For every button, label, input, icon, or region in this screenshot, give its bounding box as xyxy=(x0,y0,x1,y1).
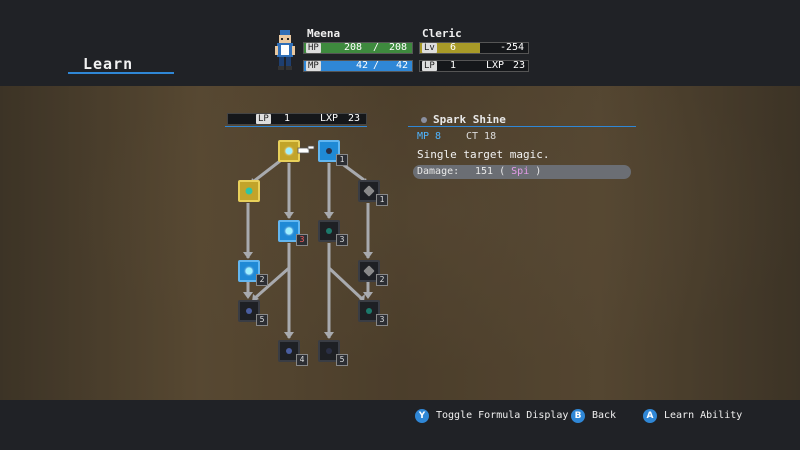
mp-label: MP xyxy=(306,61,321,71)
orb-icon xyxy=(326,228,332,234)
node-cost: 2 xyxy=(376,274,388,286)
skill-node[interactable] xyxy=(238,260,260,282)
node-cost: 3 xyxy=(336,234,348,246)
tree-header-underline xyxy=(225,126,367,127)
mp-max: 42 xyxy=(396,60,409,71)
lp-value: 1 xyxy=(450,60,457,71)
node-cost: 3 xyxy=(296,234,308,246)
crystal-icon xyxy=(363,185,375,197)
lp-label: LP xyxy=(422,61,437,71)
character-avatar xyxy=(275,30,295,70)
skill-node[interactable] xyxy=(318,220,340,242)
skill-node[interactable] xyxy=(358,300,380,322)
hp-max: 208 xyxy=(389,42,408,53)
ability-ct: CT 18 xyxy=(466,131,497,142)
mp-separator: / xyxy=(373,60,380,71)
ability-description: Single target magic. xyxy=(417,148,550,161)
skill-node[interactable] xyxy=(278,220,300,242)
skill-node[interactable] xyxy=(238,180,260,202)
b-button-icon[interactable]: B xyxy=(571,409,585,423)
orb-icon xyxy=(285,147,293,155)
ability-name: Spark Shine xyxy=(433,113,506,126)
level-label: Lv xyxy=(422,43,437,53)
pointer-hand-icon xyxy=(297,145,315,154)
damage-label: Damage: xyxy=(417,166,460,177)
orb-icon xyxy=(286,348,292,354)
lp-bar: LP 1 LXP 23 xyxy=(419,60,529,72)
footer-bar xyxy=(0,400,800,450)
skill-node[interactable] xyxy=(318,140,340,162)
toggle-formula-prompt[interactable]: Toggle Formula Display xyxy=(436,410,569,421)
node-cost: 1 xyxy=(336,154,348,166)
tree-lxp-label: LXP xyxy=(320,113,339,124)
orb-icon xyxy=(285,227,293,235)
hp-separator: / xyxy=(373,42,380,53)
y-button-icon[interactable]: Y xyxy=(415,409,429,423)
orb-icon xyxy=(246,308,252,314)
lxp-label: LXP xyxy=(486,60,505,71)
damage-value-group: 151 ( Spi ) xyxy=(475,165,541,179)
damage-open-paren: ( xyxy=(499,166,506,177)
mp-current: 42 xyxy=(356,60,369,71)
skill-node[interactable] xyxy=(358,260,380,282)
tree-lp-bar: LP 1 LXP 23 xyxy=(227,113,367,125)
ability-damage: Damage: 151 ( Spi ) xyxy=(413,165,631,179)
orb-icon xyxy=(366,308,372,314)
tree-lp-label: LP xyxy=(256,114,271,124)
orb-icon xyxy=(326,348,332,354)
damage-attribute: Spi xyxy=(511,166,530,177)
ability-underline xyxy=(408,126,636,127)
node-cost: 2 xyxy=(256,274,268,286)
character-name: Meena xyxy=(307,27,341,40)
mp-bar-fill xyxy=(304,61,412,71)
hp-current: 208 xyxy=(344,42,363,53)
level-value: 6 xyxy=(450,42,457,53)
node-cost: 5 xyxy=(336,354,348,366)
lxp-value: 23 xyxy=(513,60,526,71)
skill-node[interactable] xyxy=(318,340,340,362)
level-bar: Lv 6 -254 xyxy=(419,42,529,54)
damage-value: 151 xyxy=(475,166,494,177)
orb-icon xyxy=(326,148,332,154)
skill-node[interactable] xyxy=(278,340,300,362)
crystal-icon xyxy=(363,265,375,277)
level-bar-fill xyxy=(420,43,480,53)
skill-node[interactable] xyxy=(358,180,380,202)
tree-lp-value: 1 xyxy=(284,113,291,124)
character-job: Cleric xyxy=(422,27,462,40)
node-cost: 4 xyxy=(296,354,308,366)
a-button-icon[interactable]: A xyxy=(643,409,657,423)
learn-ability-prompt[interactable]: Learn Ability xyxy=(664,410,743,421)
tree-lxp-value: 23 xyxy=(348,113,361,124)
hp-label: HP xyxy=(306,43,321,53)
ability-mp-cost: MP 8 xyxy=(417,131,442,142)
game-background xyxy=(0,86,800,400)
orb-icon xyxy=(245,267,253,275)
orb-icon xyxy=(421,117,427,123)
hp-bar: HP 208 / 208 xyxy=(303,42,413,54)
node-cost: 1 xyxy=(376,194,388,206)
damage-close-paren: ) xyxy=(535,166,542,177)
exp-value: -254 xyxy=(500,42,525,53)
skill-node[interactable] xyxy=(238,300,260,322)
node-cost: 3 xyxy=(376,314,388,326)
page-title: Learn xyxy=(83,55,134,73)
mp-bar: MP 42 / 42 xyxy=(303,60,413,72)
back-prompt[interactable]: Back xyxy=(592,410,617,421)
orb-icon xyxy=(245,187,253,195)
title-underline xyxy=(68,72,174,74)
hp-bar-fill xyxy=(304,43,412,53)
node-cost: 5 xyxy=(256,314,268,326)
